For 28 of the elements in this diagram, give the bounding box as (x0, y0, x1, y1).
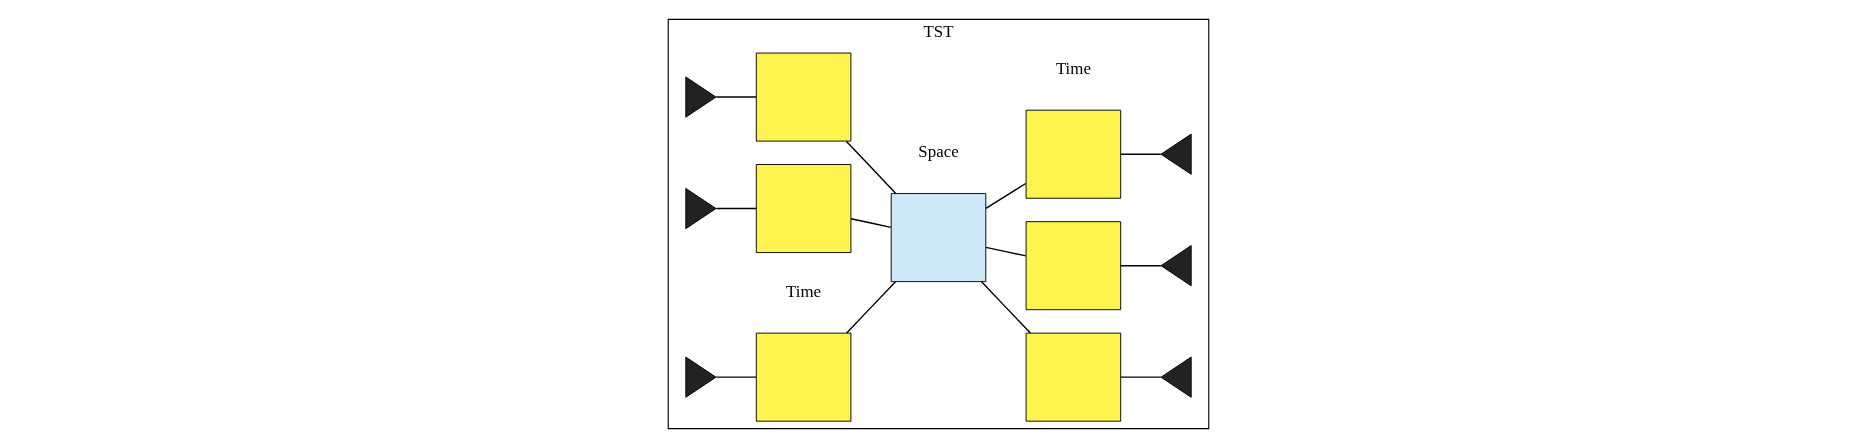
connector (984, 182, 1026, 210)
connector (715, 376, 757, 378)
connector (1119, 265, 1162, 267)
label: Time (1055, 59, 1091, 79)
node-box (1025, 332, 1121, 422)
connector (715, 96, 757, 98)
node-box (755, 332, 851, 422)
connector (845, 140, 896, 195)
connector (845, 281, 896, 334)
node-triangle (684, 76, 716, 118)
connector (715, 207, 757, 210)
node-box (755, 164, 851, 254)
node-triangle (1160, 356, 1192, 398)
connector (984, 246, 1026, 257)
connector (1119, 376, 1162, 378)
node-box (1025, 221, 1121, 311)
connector (980, 281, 1031, 334)
label: Space (917, 142, 959, 162)
node-triangle (684, 356, 716, 398)
node-box (755, 52, 851, 142)
node-triangle (1160, 133, 1192, 175)
node-box (890, 193, 986, 283)
node-box (1025, 109, 1121, 199)
node-triangle (684, 187, 716, 230)
connector (849, 218, 892, 229)
node-triangle (1160, 245, 1192, 287)
connector (1119, 153, 1162, 155)
label: Time (785, 281, 821, 301)
